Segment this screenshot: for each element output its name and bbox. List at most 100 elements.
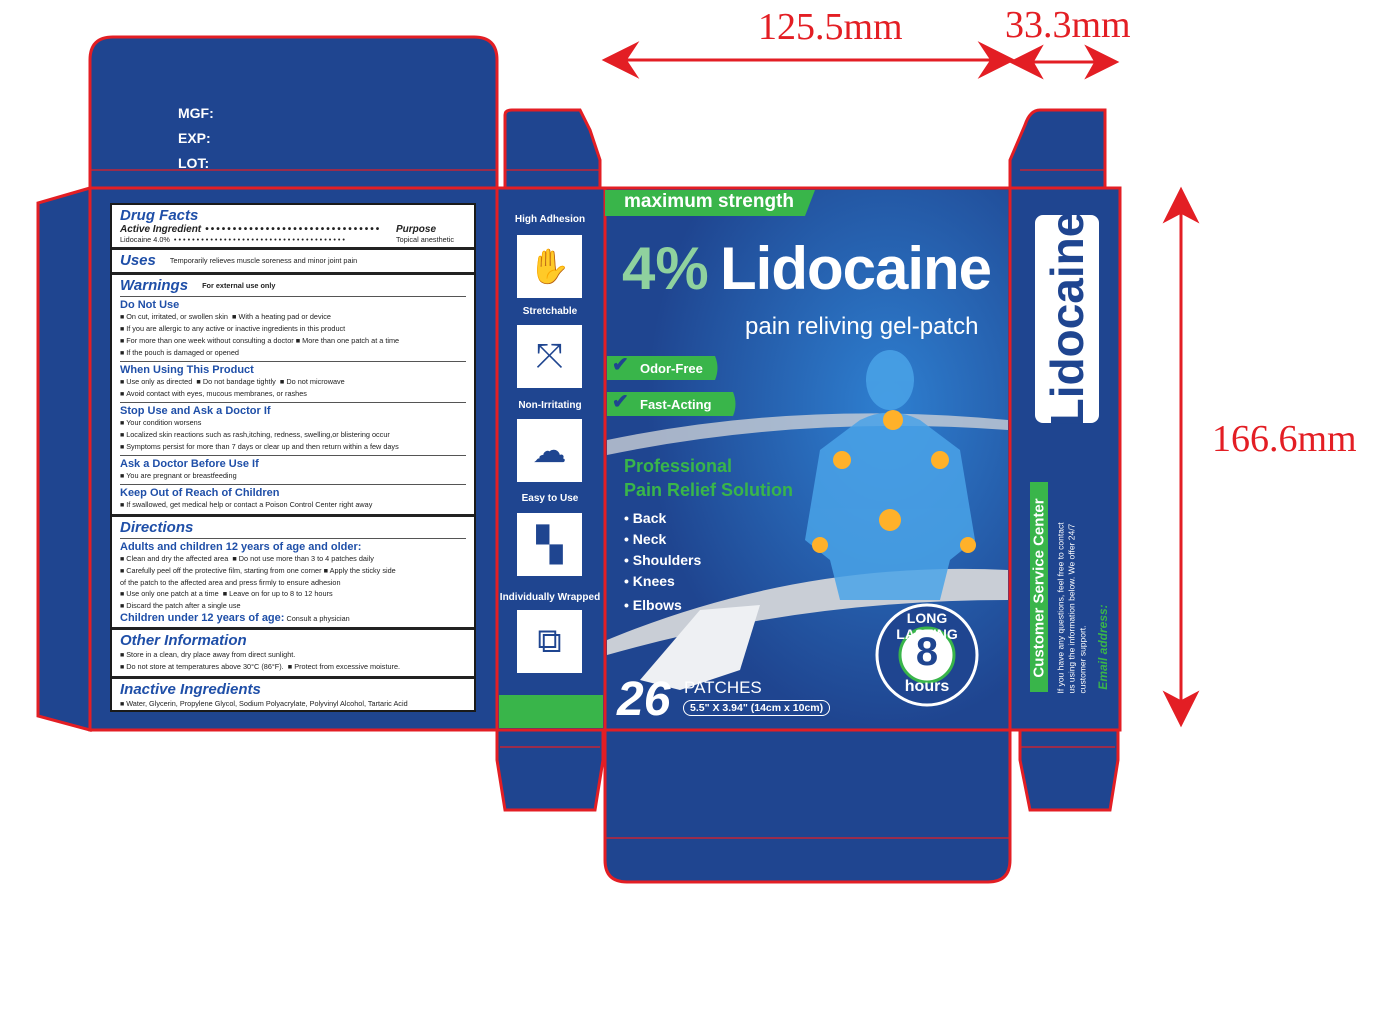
width-dimension: 125.5mm	[758, 6, 903, 48]
list-item: For more than one week without consultin…	[126, 336, 294, 345]
list-item: With a heating pad or device	[238, 312, 331, 321]
side-bottom-tab	[495, 728, 605, 812]
when-using-title: When Using This Product	[120, 364, 254, 376]
service-line: customer support.	[1077, 625, 1088, 694]
list-item: Do not microwave	[286, 377, 345, 386]
patch-count-unit: PATCHES	[684, 678, 762, 697]
area-item: • Shoulders	[624, 552, 702, 568]
brand-title: Lidocaine	[720, 235, 992, 302]
wrapped-box-icon: ⧉	[517, 610, 582, 673]
drug-facts-header: Drug Facts Active Ingredient••••••••••••…	[112, 205, 474, 250]
service-line: If you have any questions, feel free to …	[1055, 522, 1066, 694]
seal-number: 8	[915, 630, 939, 674]
patch-on-shoulder-icon: ▚	[517, 513, 582, 576]
list-item: More than one patch at a time	[302, 336, 400, 345]
right-top-tab	[1008, 108, 1107, 190]
list-item: of the patch to the affected area and pr…	[120, 578, 341, 587]
area-item: • Knees	[624, 573, 675, 589]
drug-facts-panel: Drug Facts Active Ingredient••••••••••••…	[110, 203, 476, 712]
tagline-professional: Professional	[624, 456, 733, 476]
active-ingredient-label: Active Ingredient	[120, 224, 202, 235]
uses-title: Uses	[120, 252, 156, 269]
service-title: Customer Service Center	[1030, 498, 1048, 678]
badge-fast-acting: Fast-Acting	[640, 397, 712, 412]
list-item: On cut, irritated, or swollen skin	[126, 312, 228, 321]
other-info-section: Other Information Store in a clean, dry …	[112, 630, 474, 679]
exp-label: EXP:	[178, 130, 211, 146]
depth-dimension: 33.3mm	[1005, 4, 1131, 46]
warnings-section: Warnings For external use only Do Not Use…	[112, 275, 474, 517]
drug-facts-title: Drug Facts	[120, 207, 199, 224]
list-item: Do not store at temperatures above 30°C …	[126, 662, 284, 671]
list-item: Leave on for up to 8 to 12 hours	[229, 589, 333, 598]
list-item: Use only one patch at a time	[126, 589, 219, 598]
check-icon: ✔	[612, 391, 629, 413]
list-item: Clean and dry the affected area	[126, 554, 229, 563]
warnings-title: Warnings	[120, 277, 189, 294]
email-label: Email address:	[1096, 604, 1110, 690]
badge-odor-free: Odor-Free	[640, 361, 703, 376]
list-item: Your condition worsens	[120, 417, 466, 429]
list-item: Avoid contact with eyes, mucous membrane…	[120, 388, 466, 400]
feature-label: High Adhesion	[514, 214, 586, 225]
patch-count: 26	[617, 673, 671, 726]
children-title: Children under 12 years of age:	[120, 612, 285, 624]
purpose-label: Purpose	[396, 224, 437, 235]
top-flap	[88, 35, 499, 190]
area-item: • Back	[624, 510, 667, 526]
seal-bottom-text: hours	[904, 678, 950, 695]
patch-peel-icon: ✋	[517, 235, 582, 298]
list-item: Discard the patch after a single use	[120, 600, 466, 612]
feature-label: Individually Wrapped	[499, 592, 601, 603]
max-strength-banner: maximum strength	[624, 191, 794, 212]
service-text: If you have any questions, feel free to …	[1055, 499, 1089, 694]
percent-label: 4%	[622, 235, 709, 302]
check-icon: ✔	[612, 354, 629, 376]
other-info-title: Other Information	[120, 632, 247, 649]
lot-label: LOT:	[178, 155, 210, 171]
left-glue-flap	[36, 186, 92, 732]
children-text: Consult a physician	[286, 614, 350, 623]
purpose-value: Topical anesthetic	[396, 235, 455, 244]
list-item: Do not use more than 3 to 4 patches dail…	[238, 554, 374, 563]
inactive-text: Water, Glycerin, Propylene Glycol, Sodiu…	[120, 698, 466, 710]
list-item: Apply the sticky side	[329, 566, 396, 575]
list-item: If the pouch is damaged or opened	[120, 347, 466, 359]
uses-text: Temporarily relieves muscle soreness and…	[169, 256, 358, 265]
area-item: • Neck	[624, 531, 667, 547]
ask-doctor-title: Ask a Doctor Before Use If	[120, 458, 259, 470]
do-not-use-title: Do Not Use	[120, 299, 180, 311]
product-subtitle: pain reliving gel-patch	[745, 313, 979, 340]
height-dimension: 166.6mm	[1212, 418, 1357, 460]
list-item: If you are allergic to any active or ina…	[120, 323, 466, 335]
mfg-label: MGF:	[178, 105, 214, 121]
inactive-title: Inactive Ingredients	[120, 681, 261, 698]
keep-out-title: Keep Out of Reach of Children	[120, 487, 280, 499]
feature-label: Easy to Use	[521, 493, 579, 504]
directions-section: Directions Adults and children 12 years …	[112, 517, 474, 630]
ingredient-value: Lidocaine 4.0%	[120, 235, 170, 244]
patch-illustration	[640, 605, 760, 690]
patch-size: 5.5" X 3.94" (14cm x 10cm)	[683, 700, 831, 716]
batch-info: MGF: EXP: LOT:	[178, 101, 214, 176]
list-item: Localized skin reactions such as rash,it…	[120, 429, 466, 441]
warnings-note: For external use only	[202, 281, 276, 290]
list-item: Carefully peel off the protective film, …	[126, 566, 322, 575]
stretch-arrows-icon: ⤧	[517, 325, 582, 388]
list-item: Use only as directed	[126, 377, 193, 386]
cloud-leaf-icon: ☁	[517, 419, 582, 482]
list-item: Do not bandage tightly	[202, 377, 276, 386]
front-bottom-flap	[603, 728, 1012, 884]
area-item: • Elbows	[624, 597, 682, 613]
list-item: Protect from excessive moisture.	[294, 662, 401, 671]
tagline-pain-relief: Pain Relief Solution	[624, 480, 794, 500]
service-line: us using the information below. We offer…	[1066, 523, 1077, 694]
list-item: You are pregnant or breastfeeding	[120, 470, 466, 482]
stop-use-title: Stop Use and Ask a Doctor If	[120, 405, 271, 417]
list-item: If swallowed, get medical help or contac…	[120, 499, 466, 511]
feature-label: Non-Irritating	[518, 400, 582, 411]
feature-label: Stretchable	[522, 306, 578, 317]
right-bottom-tab	[1018, 728, 1120, 812]
list-item: Store in a clean, dry place away from di…	[120, 649, 466, 661]
side-brand: Lidocaine	[1041, 211, 1093, 427]
